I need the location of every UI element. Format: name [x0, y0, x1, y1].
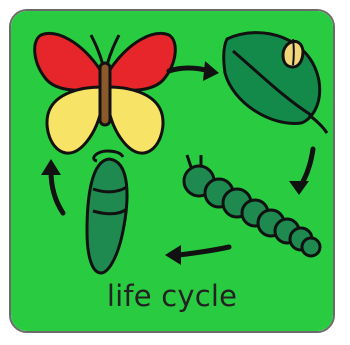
symbol-label: life cycle [11, 279, 333, 313]
life-cycle-symbol-card[interactable]: life cycle [9, 9, 335, 333]
